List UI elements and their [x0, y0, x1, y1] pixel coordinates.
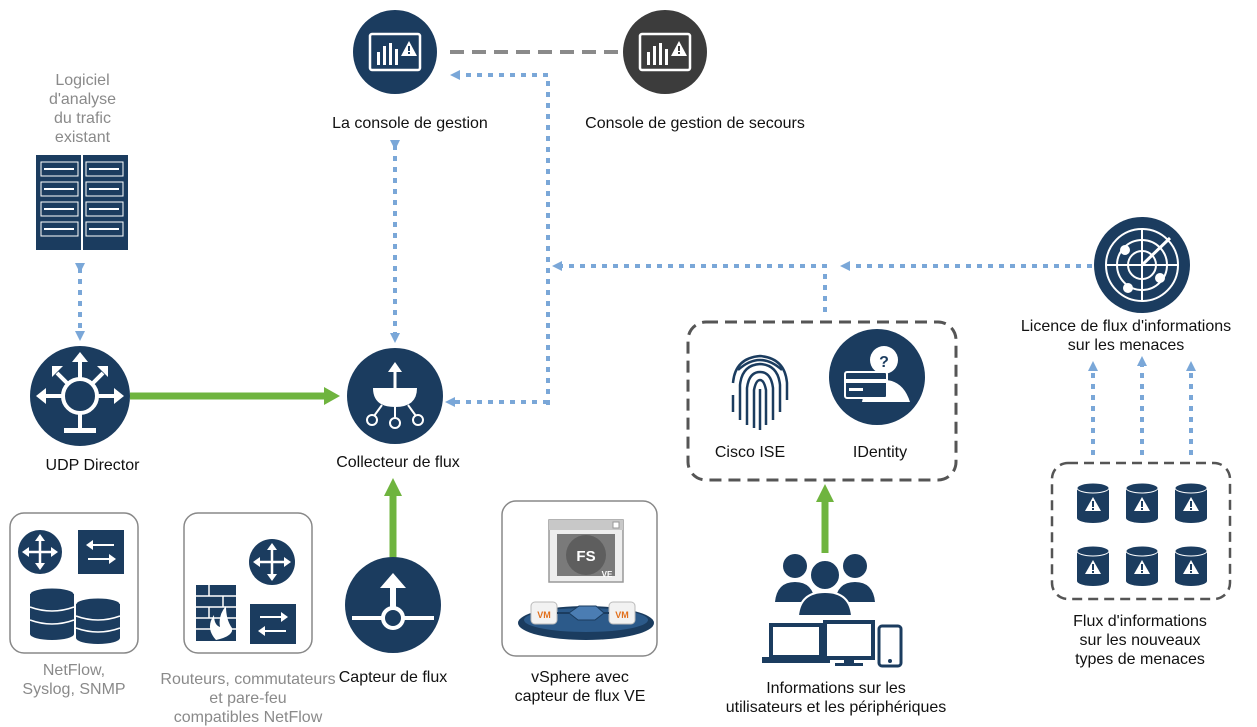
- flow-sensor-label: Capteur de flux: [338, 669, 448, 686]
- udp-director-icon: [30, 346, 130, 446]
- identity-label: IDentity: [852, 444, 908, 461]
- users-devices-icon: [762, 554, 903, 668]
- backup-console-label: Console de gestion de secours: [585, 115, 805, 132]
- management-console-label: La console de gestion: [332, 115, 488, 132]
- identity-group-box: [686, 320, 958, 482]
- threat-feed-cylinders: [1076, 482, 1208, 587]
- routers-icons: [196, 539, 296, 644]
- udp-director-label: UDP Director: [45, 457, 140, 474]
- svg-text:?: ?: [879, 354, 889, 371]
- vm-badge-right: VM: [615, 610, 629, 620]
- vsphere-label: vSphere avec capteur de flux VE: [514, 669, 646, 705]
- legacy-software-label: Logiciel d'analyse du trafic existant: [48, 72, 117, 146]
- flow-collector-label: Collecteur de flux: [336, 454, 460, 471]
- cisco-ise-label: Cisco ISE: [714, 444, 786, 461]
- flow-sensor-icon: [345, 557, 441, 653]
- management-console-icon: [353, 10, 437, 94]
- threat-feeds-group-box: [1050, 461, 1232, 601]
- routers-label: Routeurs, commutateurs et pare-feu compa…: [160, 671, 336, 726]
- sensor-to-console-link: [450, 70, 550, 405]
- server-rack-icon: [36, 155, 128, 250]
- fingerprint-icon: [731, 354, 789, 430]
- users-devices-label: Informations sur les utilisateurs et les…: [725, 680, 947, 716]
- threat-license-label: Licence de flux d'informations sur les m…: [1020, 318, 1232, 354]
- connectors: [75, 50, 1196, 560]
- vm-badge-left: VM: [537, 610, 551, 620]
- netflow-icons: [18, 530, 124, 644]
- ve-badge: VE: [602, 570, 613, 579]
- netflow-label: NetFlow, Syslog, SNMP: [22, 662, 126, 698]
- ise-to-collector-link: [552, 261, 827, 312]
- backup-console-icon: [623, 10, 707, 94]
- threat-radar-icon: [1094, 217, 1190, 313]
- threat-feeds-label: Flux d'informations sur les nouveaux typ…: [1073, 613, 1207, 668]
- fs-badge: FS: [576, 548, 595, 565]
- identity-icon: ?: [829, 329, 925, 425]
- vsphere-icon: FS VE VM VM: [518, 519, 654, 640]
- flow-collector-icon: [347, 348, 443, 444]
